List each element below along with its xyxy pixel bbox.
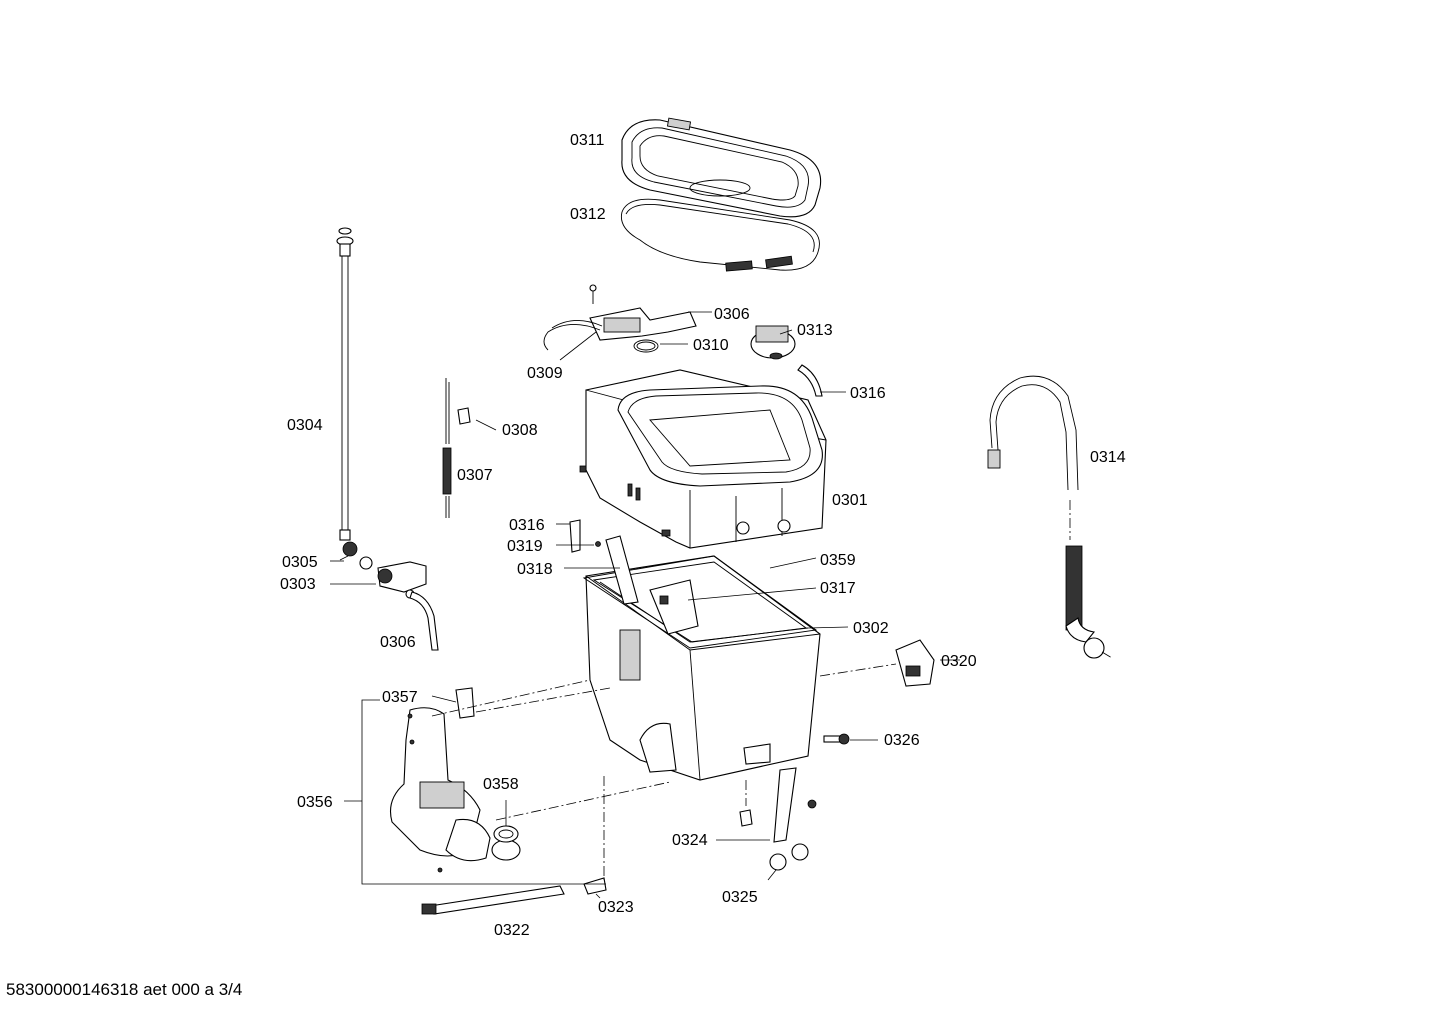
- part-0356-pump[interactable]: [389, 707, 521, 873]
- label-0310: 0310: [693, 337, 729, 354]
- part-0304-supply-pipe[interactable]: [336, 227, 354, 541]
- label-0304: 0304: [287, 417, 323, 434]
- label-0316-top: 0316: [850, 385, 886, 402]
- label-0309: 0309: [527, 365, 563, 382]
- part-0310-o-ring[interactable]: [633, 339, 659, 353]
- label-0323: 0323: [598, 899, 634, 916]
- part-0322-heater[interactable]: [421, 885, 565, 915]
- leader-lines: [330, 311, 960, 899]
- label-0326: 0326: [884, 732, 920, 749]
- part-0309-wiring-nozzle[interactable]: [543, 284, 697, 351]
- part-0308-clip[interactable]: [457, 407, 471, 425]
- alignment-lines: [339, 500, 1113, 880]
- label-0318: 0318: [517, 561, 553, 578]
- label-0324: 0324: [672, 832, 708, 849]
- part-0307-spring[interactable]: [442, 378, 452, 518]
- part-0314-drain-hose[interactable]: [987, 375, 1105, 659]
- label-0316-mid: 0316: [509, 517, 545, 534]
- label-0319: 0319: [507, 538, 543, 555]
- label-0320: 0320: [941, 653, 977, 670]
- label-0325: 0325: [722, 889, 758, 906]
- part-0323-clip[interactable]: [583, 877, 607, 895]
- label-0356: 0356: [297, 794, 333, 811]
- label-0317: 0317: [820, 580, 856, 597]
- label-0359: 0359: [820, 552, 856, 569]
- part-labels: 0311 0312 0306 0313 0310 0309 0316 0304 …: [280, 132, 1126, 939]
- part-0317-bracket[interactable]: [649, 579, 699, 635]
- label-0306-top: 0306: [714, 306, 750, 323]
- part-0305-0303-valve[interactable]: [342, 541, 439, 651]
- part-0320-sensor[interactable]: [895, 639, 935, 687]
- label-0358: 0358: [483, 776, 519, 793]
- part-0318-channel[interactable]: [605, 535, 639, 605]
- label-0302: 0302: [853, 620, 889, 637]
- part-0301-tub-top[interactable]: [579, 369, 827, 549]
- label-0308: 0308: [502, 422, 538, 439]
- label-0305: 0305: [282, 554, 318, 571]
- label-0314: 0314: [1090, 449, 1126, 466]
- part-0325-feet[interactable]: [769, 843, 809, 871]
- part-0358-pump-gasket[interactable]: [493, 825, 519, 843]
- label-0303: 0303: [280, 576, 316, 593]
- part-0326-screw[interactable]: [823, 733, 850, 745]
- part-0357-clip[interactable]: [455, 687, 475, 719]
- part-0319-screw[interactable]: [595, 541, 601, 547]
- label-0357: 0357: [382, 689, 418, 706]
- part-0324-support[interactable]: [739, 767, 817, 843]
- label-0306-bottom: 0306: [380, 634, 416, 651]
- label-0322: 0322: [494, 922, 530, 939]
- part-0311-seal-frame[interactable]: [621, 117, 822, 218]
- part-0316-hose-top[interactable]: [797, 364, 823, 397]
- part-0312-clamp-ring[interactable]: [620, 198, 820, 272]
- part-0316-hose-small[interactable]: [569, 519, 581, 553]
- drawing-reference-number: 58300000146318 aet 000 a 3/4: [6, 980, 243, 999]
- part-0359-tub-seal[interactable]: [582, 555, 818, 649]
- label-0311: 0311: [570, 132, 605, 149]
- label-0301: 0301: [832, 492, 868, 509]
- label-0307: 0307: [457, 467, 493, 484]
- part-0313-pressure-switch[interactable]: [750, 325, 796, 360]
- label-0312: 0312: [570, 206, 606, 223]
- label-0313: 0313: [797, 322, 833, 339]
